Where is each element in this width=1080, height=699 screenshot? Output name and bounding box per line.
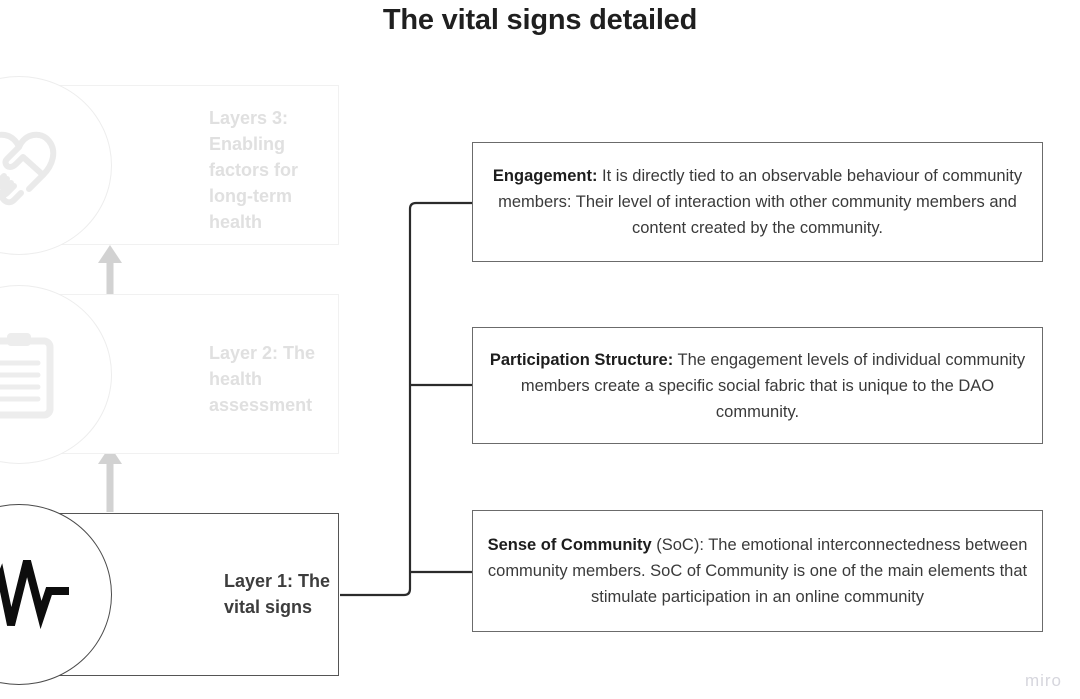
page-title: The vital signs detailed (382, 4, 698, 36)
detail-box-participation-structure[interactable]: Participation Structure: The engagement … (472, 327, 1043, 444)
miro-watermark: miro (1024, 671, 1062, 690)
layer-card-layer-2[interactable]: Layer 2: The health assessment (0, 285, 339, 464)
layer-label-layer-2: Layer 2: The health assessment (209, 343, 316, 415)
detail-body: The engagement levels of individual comm… (520, 350, 1026, 421)
detail-text-sense-of-community: Sense of Community (SoC): The emotional … (487, 532, 1028, 610)
detail-lead: Participation Structure: (489, 350, 674, 369)
heartbeat-icon (0, 559, 69, 629)
layer-label-layer-1: Layer 1: The vital signs (224, 571, 331, 617)
layer-card-layer-3[interactable]: Layers 3: Enabling factors for long-term… (0, 76, 339, 255)
layer-card-layer-1[interactable]: Layer 1: The vital signs (0, 504, 339, 685)
detail-lead: Engagement: (492, 167, 598, 185)
clipboard-icon (0, 332, 54, 418)
detail-lead: Sense of Community (487, 536, 652, 554)
detail-box-sense-of-community[interactable]: Sense of Community (SoC): The emotional … (472, 510, 1043, 632)
layer-label-layer-3: Layers 3: Enabling factors for long-term… (209, 108, 299, 232)
arrow-layer1-to-layer2 (98, 446, 122, 512)
detail-text-participation-structure: Participation Structure: The engagement … (487, 347, 1028, 425)
detail-body: (SoC): The emotional interconnectedness … (487, 536, 1028, 606)
detail-box-engagement[interactable]: Engagement: It is directly tied to an ob… (472, 142, 1043, 262)
handshake-heart-icon (0, 131, 57, 205)
detail-text-engagement: Engagement: It is directly tied to an ob… (487, 163, 1028, 241)
detail-body: It is directly tied to an observable beh… (498, 167, 1023, 237)
